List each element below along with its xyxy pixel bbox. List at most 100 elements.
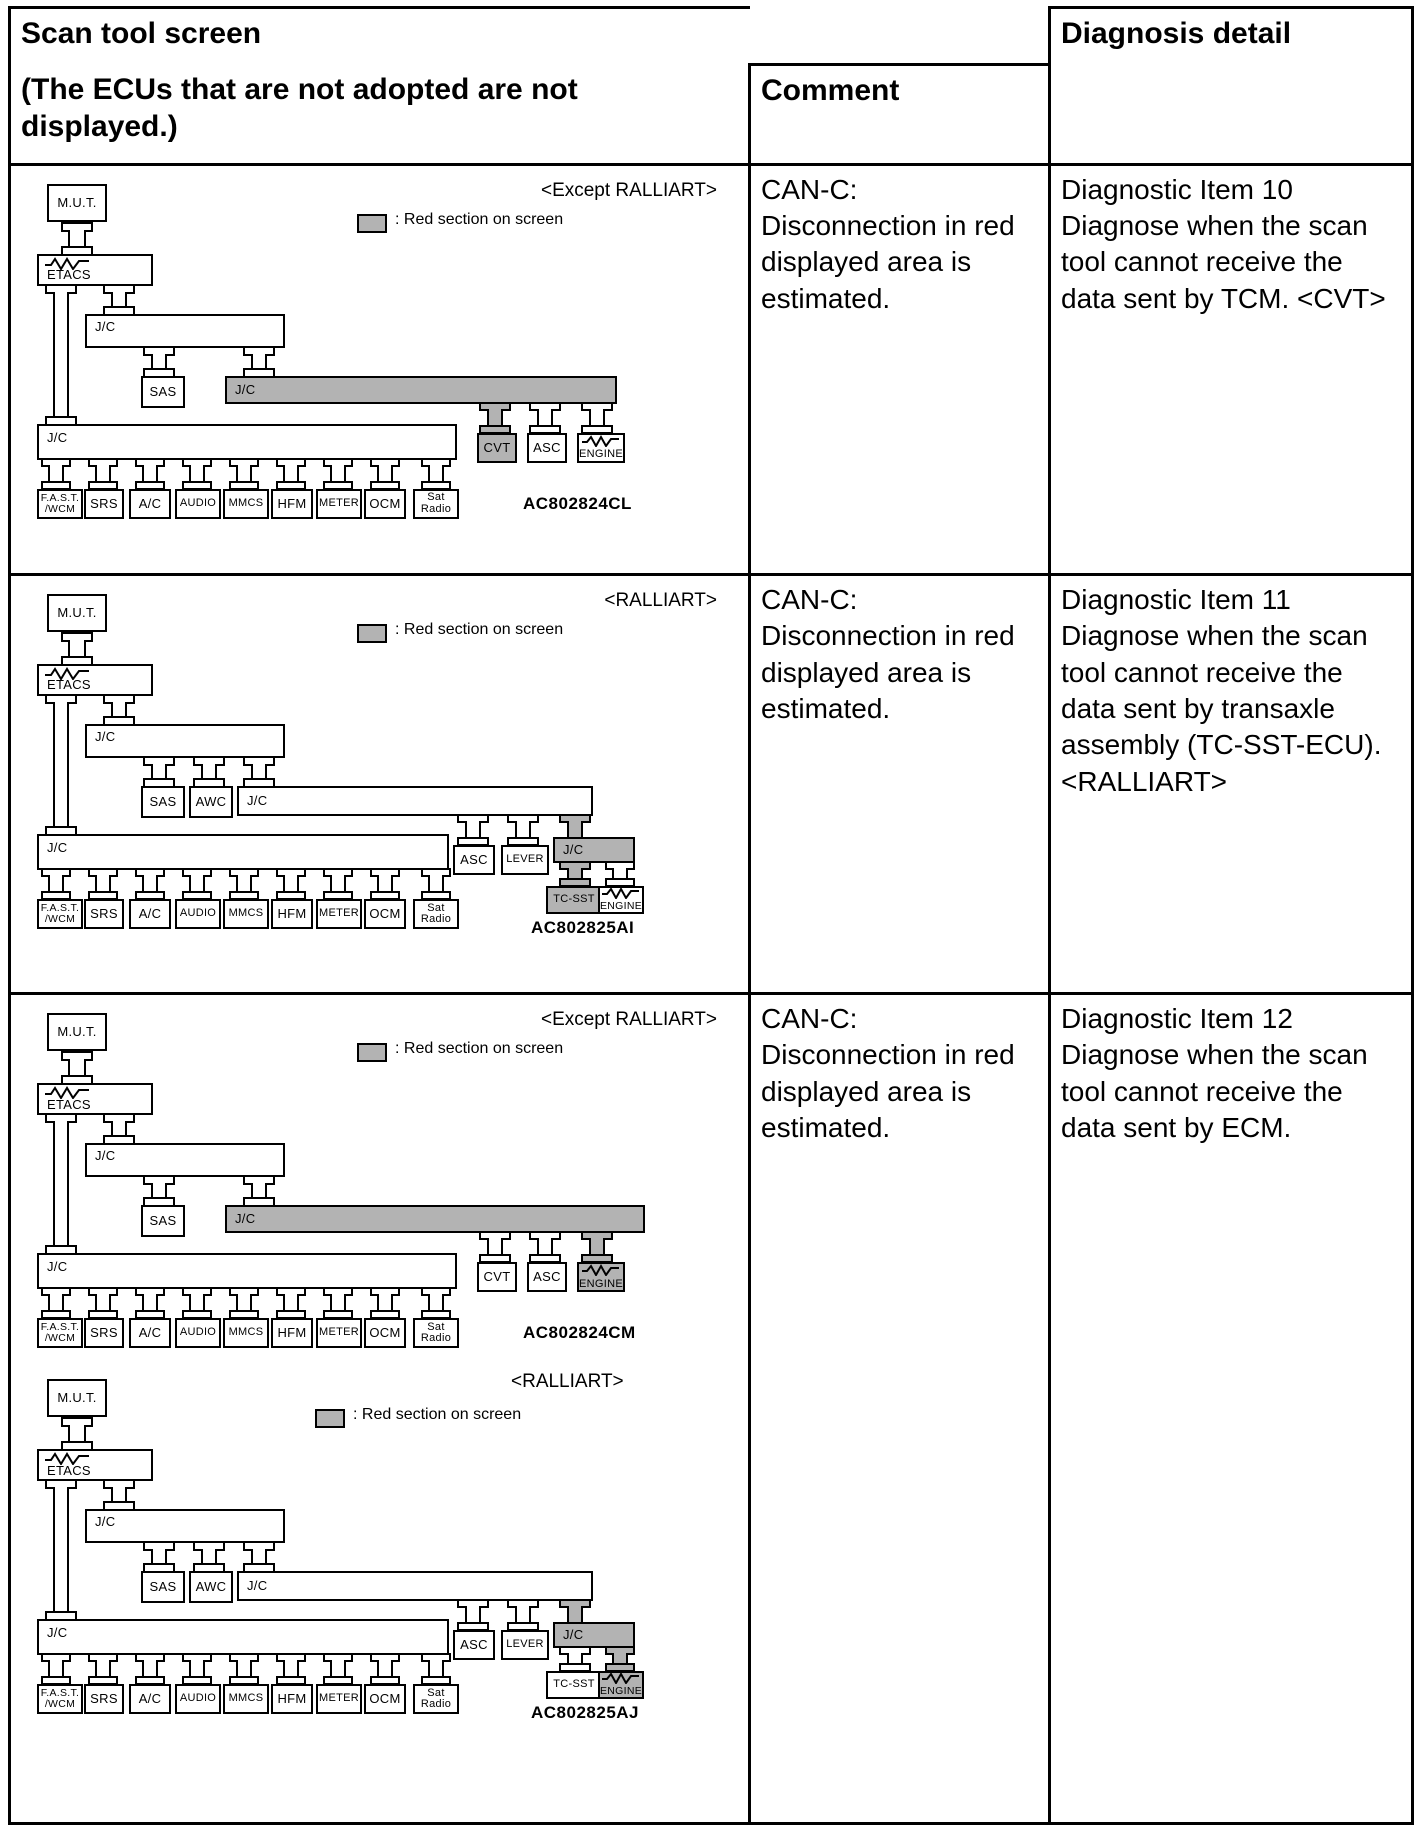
header-detail-title: Diagnosis detail — [1061, 17, 1292, 50]
legend-text: : Red section on screen — [395, 1039, 564, 1057]
wire — [251, 1548, 267, 1565]
node-sat-radio: Sat Radio — [413, 1317, 459, 1348]
node-mut: M.U.T. — [47, 1378, 107, 1417]
wire — [236, 874, 252, 893]
table-header-row: Scan tool screen Diagnosis detail — [8, 5, 1414, 166]
wire — [189, 874, 205, 893]
bottom-ecu-group: F.A.S.T. /WCM SRS A/C AUDIO — [37, 1652, 459, 1714]
node-fast-wcm: F.A.S.T. /WCM — [37, 1683, 83, 1714]
node-audio: AUDIO — [175, 1683, 221, 1714]
node-hfm: HFM — [271, 1317, 313, 1348]
resistor-icon — [45, 1451, 89, 1465]
diagram-cell-10: <Except RALLIART> : Red section on scree… — [8, 162, 751, 576]
wire — [330, 874, 346, 893]
node-jc-lower: J/C — [37, 833, 449, 870]
resistor-icon — [582, 1263, 619, 1276]
wire — [151, 1182, 167, 1199]
node-asc: ASC — [527, 432, 567, 463]
detail-text: Diagnostic Item 10 Diagnose when the sca… — [1061, 173, 1386, 314]
diagram-code: AC802825AI — [531, 917, 635, 937]
node-sat-radio: Sat Radio — [413, 898, 459, 929]
detail-text: Diagnostic Item 11 Diagnose when the sca… — [1061, 583, 1382, 797]
node-awc: AWC — [189, 1570, 233, 1603]
wire — [515, 1605, 531, 1624]
header-scan-cell: Scan tool screen — [8, 5, 750, 65]
wire — [142, 1293, 158, 1312]
can-diagram-ralliart-11: <RALLIART> : Red section on screen M.U.T… — [15, 582, 735, 942]
node-meter: METER — [316, 1683, 362, 1714]
node-ocm: OCM — [364, 1683, 406, 1714]
node-fast-wcm: F.A.S.T. /WCM — [37, 898, 83, 929]
wire — [283, 1659, 299, 1678]
wire — [283, 464, 299, 483]
can-diagram-cvt-12: <Except RALLIART> : Red section on scree… — [15, 1001, 735, 1353]
node-jc-upper: J/C — [85, 1142, 285, 1177]
wire — [465, 1605, 481, 1624]
can-diagram-ralliart-12: <RALLIART> : Red section on screen M.U.T… — [15, 1367, 735, 1727]
node-hfm: HFM — [271, 488, 313, 519]
wire — [236, 464, 252, 483]
node-jc-lower: J/C — [37, 1252, 457, 1289]
bottom-ecu-group: F.A.S.T. /WCM SRS A/C AUDIO — [37, 867, 459, 929]
node-ocm: OCM — [364, 488, 406, 519]
node-jc-can-c: J/C — [237, 1570, 593, 1601]
wire — [251, 353, 267, 370]
node-audio: AUDIO — [175, 898, 221, 929]
resistor-icon — [45, 1085, 89, 1099]
wire — [95, 1659, 111, 1678]
wire — [95, 874, 111, 893]
diagram-cell-11: <RALLIART> : Red section on screen M.U.T… — [8, 572, 751, 995]
node-sas: SAS — [141, 1204, 185, 1237]
wire — [142, 1659, 158, 1678]
wire — [68, 639, 86, 658]
node-hfm: HFM — [271, 1683, 313, 1714]
wire — [142, 464, 158, 483]
wire — [589, 1237, 605, 1256]
node-jc-tcsst: J/C — [553, 836, 635, 863]
header-spacer — [750, 8, 1050, 65]
diagram-cell-12: <Except RALLIART> : Red section on scree… — [8, 991, 751, 1826]
wire — [151, 1548, 167, 1565]
wire — [567, 820, 583, 839]
wire — [68, 1424, 86, 1443]
wire — [53, 701, 69, 828]
node-meter: METER — [316, 1317, 362, 1348]
can-diagram-cvt-10: <Except RALLIART> : Red section on scree… — [15, 172, 735, 524]
node-meter: METER — [316, 488, 362, 519]
wire — [48, 1293, 64, 1312]
wire — [567, 1605, 583, 1624]
node-audio: AUDIO — [175, 1317, 221, 1348]
node-jc-tcsst: J/C — [553, 1621, 635, 1648]
node-asc: ASC — [527, 1261, 567, 1292]
node-mmcs: MMCS — [223, 1317, 269, 1348]
diagnostic-table: Scan tool screen Diagnosis detail (The E… — [8, 5, 1414, 1826]
node-fast-wcm: F.A.S.T. /WCM — [37, 1317, 83, 1348]
wire — [377, 1293, 393, 1312]
node-jc-upper: J/C — [85, 1508, 285, 1543]
wire — [68, 1058, 86, 1077]
header-comment-cell: Comment — [748, 63, 1051, 166]
comment-text: CAN-C: Disconnection in red displayed ar… — [761, 583, 1015, 724]
wire — [487, 408, 503, 427]
node-tc-sst: TC-SST — [546, 885, 602, 914]
node-mut: M.U.T. — [47, 1012, 107, 1051]
wire — [465, 820, 481, 839]
wire — [48, 874, 64, 893]
wire — [251, 763, 267, 780]
node-mmcs: MMCS — [223, 898, 269, 929]
wire — [111, 291, 127, 308]
wire — [95, 1293, 111, 1312]
wire — [201, 1548, 217, 1565]
wire — [330, 1293, 346, 1312]
node-meter: METER — [316, 898, 362, 929]
legend-swatch — [357, 1042, 387, 1062]
wire — [428, 1659, 444, 1678]
wire — [612, 1652, 628, 1665]
detail-text: Diagnostic Item 12 Diagnose when the sca… — [1061, 1002, 1368, 1143]
node-sat-radio: Sat Radio — [413, 488, 459, 519]
wire — [589, 408, 605, 427]
wire — [236, 1293, 252, 1312]
wire — [53, 291, 69, 418]
legend-swatch — [315, 1408, 345, 1428]
wire — [151, 763, 167, 780]
